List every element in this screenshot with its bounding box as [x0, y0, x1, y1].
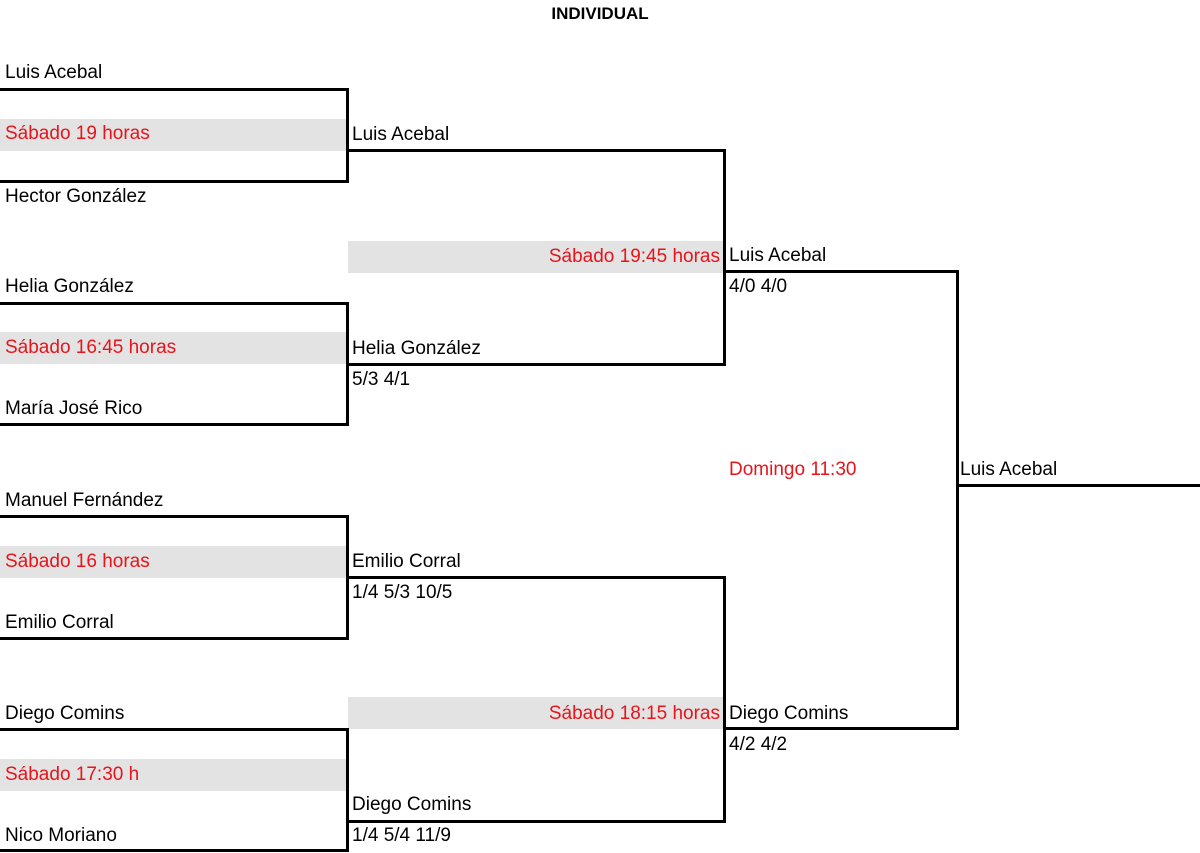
match-score: 1/4 5/3 10/5 — [352, 582, 453, 603]
match-score: 4/2 4/2 — [729, 734, 788, 755]
match-schedule: Sábado 17:30 h — [5, 764, 140, 785]
bracket-line — [346, 576, 726, 579]
winner-name: Helia González — [352, 338, 481, 359]
bracket-line — [0, 849, 349, 852]
schedule-band — [0, 759, 348, 791]
schedule-band — [0, 332, 348, 364]
schedule-band — [0, 546, 348, 578]
schedule-band — [0, 119, 348, 151]
match-schedule: Domingo 11:30 — [729, 459, 857, 480]
bracket-line — [0, 180, 349, 183]
player-name: Helia González — [5, 276, 134, 297]
bracket-line — [0, 637, 349, 640]
bracket-line — [346, 820, 726, 823]
match-schedule: Sábado 16 horas — [5, 551, 150, 572]
bracket-line — [0, 423, 349, 426]
bracket-line — [723, 727, 959, 730]
bracket-line — [723, 149, 726, 366]
bracket-line — [346, 88, 349, 183]
winner-name: Emilio Corral — [352, 551, 461, 572]
bracket-line — [346, 363, 726, 366]
winner-name: Diego Comins — [729, 703, 849, 724]
player-name: Luis Acebal — [5, 62, 103, 83]
match-schedule: Sábado 19 horas — [5, 123, 150, 144]
winner-name: Luis Acebal — [729, 245, 827, 266]
player-name: Manuel Fernández — [5, 490, 164, 511]
match-score: 5/3 4/1 — [352, 369, 411, 390]
bracket-line — [0, 728, 349, 731]
champion-name: Luis Acebal — [960, 459, 1058, 480]
winner-name: Diego Comins — [352, 794, 472, 815]
bracket-line — [723, 576, 726, 823]
bracket-line — [0, 302, 349, 305]
match-schedule: Sábado 18:15 horas — [548, 703, 720, 724]
player-name: María José Rico — [5, 398, 143, 419]
player-name: Emilio Corral — [5, 612, 114, 633]
bracket-line — [956, 270, 959, 730]
bracket-line — [956, 484, 1200, 487]
bracket-line — [0, 515, 349, 518]
match-schedule: Sábado 16:45 horas — [5, 337, 177, 358]
winner-name: Luis Acebal — [352, 124, 450, 145]
player-name: Diego Comins — [5, 703, 125, 724]
bracket-title: INDIVIDUAL — [551, 4, 649, 23]
player-name: Nico Moriano — [5, 825, 117, 846]
match-score: 1/4 5/4 11/9 — [352, 825, 451, 846]
bracket-line — [346, 728, 349, 852]
match-schedule: Sábado 19:45 horas — [548, 246, 720, 267]
schedule-band — [348, 241, 725, 273]
bracket-line — [346, 149, 726, 152]
bracket-line — [0, 88, 349, 91]
schedule-band — [348, 697, 725, 729]
player-name: Hector González — [5, 186, 147, 207]
bracket-line — [723, 270, 959, 273]
match-score: 4/0 4/0 — [729, 276, 788, 297]
